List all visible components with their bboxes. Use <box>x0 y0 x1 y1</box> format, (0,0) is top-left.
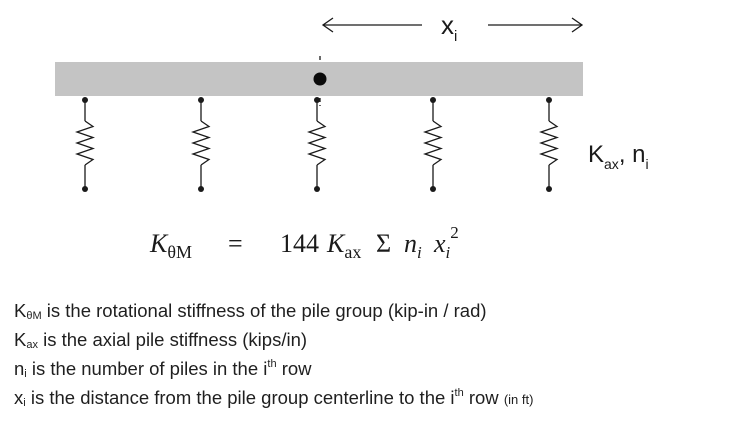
pile-bottom-node <box>198 186 204 192</box>
pile-label: Kax, ni <box>588 141 649 172</box>
definition-text: is the rotational stiffness of the pile … <box>41 300 487 321</box>
definition-symbol: K <box>14 329 27 350</box>
definition-text: is the axial pile stiffness (kips/in) <box>37 329 308 350</box>
pile-springs <box>75 97 559 192</box>
pile-spring <box>423 97 443 192</box>
dimension-arrow-left-head <box>321 17 334 33</box>
centroid-dot <box>313 72 327 86</box>
definition-symbol: K <box>14 300 27 321</box>
definition-text-after: row <box>276 358 312 379</box>
spring-coil <box>539 120 559 166</box>
dimension-arrow-right-head <box>571 17 584 33</box>
definition-symbol-sub: θM <box>26 310 42 322</box>
spring-coil <box>423 120 443 166</box>
definition-x-i: xi is the distance from the pile group c… <box>14 383 744 414</box>
definition-symbol: n <box>14 358 25 379</box>
definition-units-note: (in ft) <box>503 392 534 407</box>
definition-text: is the distance from the pile group cent… <box>25 387 455 408</box>
definition-text: is the number of piles in the i <box>26 358 268 379</box>
dimension-label: xi <box>441 10 457 45</box>
definition-k-theta-m: KθM is the rotational stiffness of the p… <box>14 296 744 325</box>
definition-symbol: x <box>14 387 24 408</box>
pile-bottom-node <box>314 186 320 192</box>
pile-spring <box>539 97 559 192</box>
pile-bottom-node <box>430 186 436 192</box>
pile-bottom-node <box>82 186 88 192</box>
spring-coil <box>307 120 327 166</box>
definition-symbol-sub: ax <box>26 339 38 351</box>
definitions-list: KθM is the rotational stiffness of the p… <box>14 296 744 414</box>
definition-sup: th <box>454 387 464 399</box>
definition-symbol-sub: i <box>23 397 26 409</box>
definition-k-ax: Kax is the axial pile stiffness (kips/in… <box>14 325 744 354</box>
definition-symbol-sub: i <box>24 368 27 380</box>
definition-sup: th <box>267 358 277 370</box>
spring-coil <box>75 120 95 166</box>
definition-n-i: ni is the number of piles in the ith row <box>14 354 744 383</box>
pile-bottom-node <box>546 186 552 192</box>
pile-spring <box>75 97 95 192</box>
definition-text-after: row <box>463 387 504 408</box>
pile-spring <box>191 97 211 192</box>
spring-coil <box>191 120 211 166</box>
dimension-arrow <box>321 17 584 33</box>
pile-spring <box>307 97 327 192</box>
